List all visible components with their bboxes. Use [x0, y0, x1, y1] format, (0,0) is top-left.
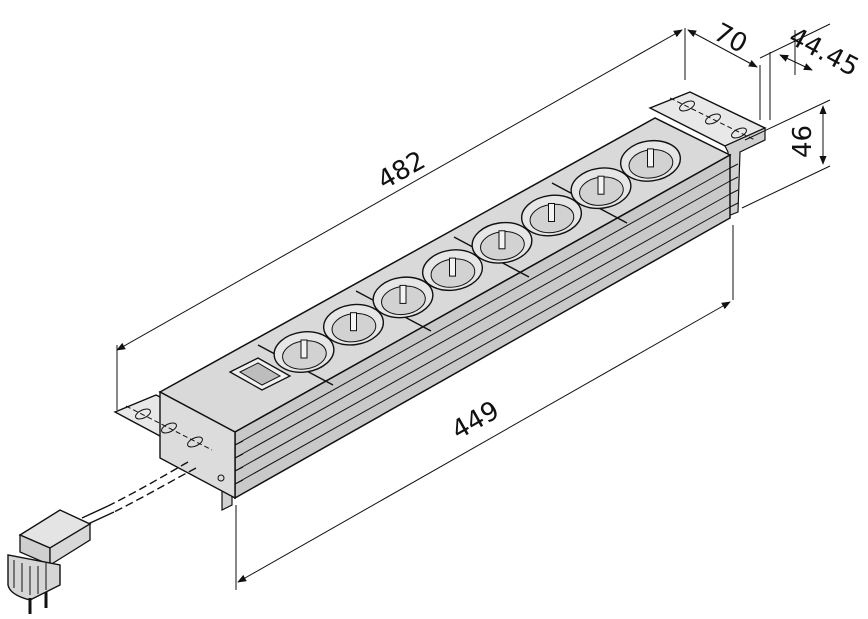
power-cable [81, 461, 197, 525]
dimension-44-45: 44.45 [759, 22, 864, 120]
dimension-46: 46 [741, 99, 831, 209]
dim-46-label: 46 [788, 125, 818, 158]
dim-449-label: 449 [447, 396, 505, 447]
dim-70-label: 70 [709, 18, 752, 60]
dim-44-45-label: 44.45 [784, 22, 864, 83]
power-strip [113, 91, 767, 511]
plug-icon [7, 509, 92, 614]
